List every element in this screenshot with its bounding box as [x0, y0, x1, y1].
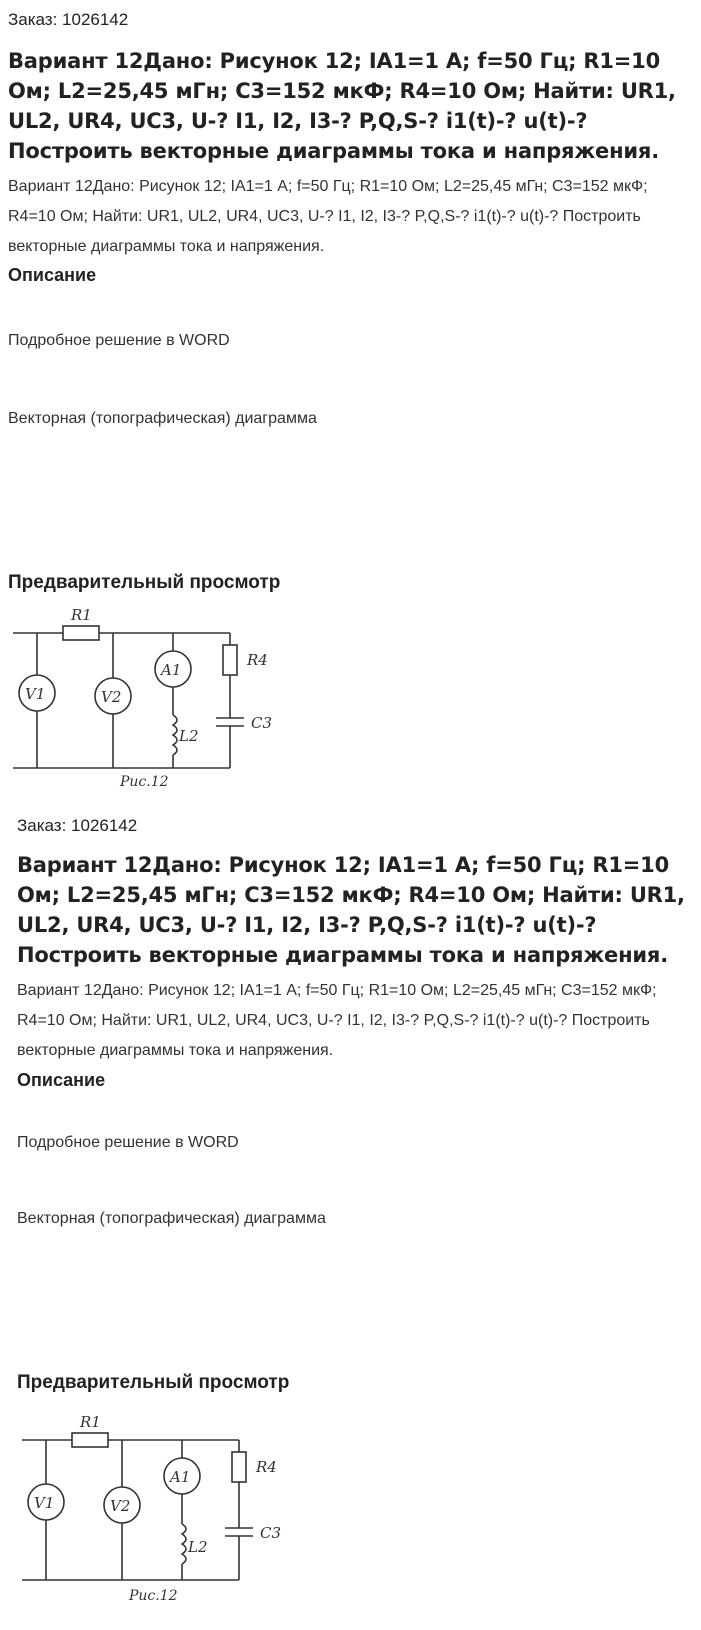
figure-caption: Рис.12 [128, 1588, 178, 1604]
circuit-diagram: R1 V1 V2 A1 R4 L2 C3 Рис.12 [22, 1413, 281, 1604]
product-block-2: Заказ: 1026142 Вариант 12Дано: Рисунок 1… [9, 810, 701, 1630]
label-v2: V2 [101, 688, 121, 706]
label-r1: R1 [70, 606, 92, 624]
page-title: Вариант 12Дано: Рисунок 12; IA1=1 А; f=5… [17, 853, 685, 967]
label-a1: A1 [168, 1468, 190, 1486]
inductor-l2 [171, 714, 178, 756]
description-line-1: Подробное решение в WORD [8, 332, 230, 349]
summary-text: Вариант 12Дано: Рисунок 12; IA1=1 А; f=5… [17, 982, 657, 1059]
description-heading: Описание [17, 1070, 106, 1090]
circuit-diagram: R1 V1 V2 A1 R4 L2 C3 Рис.12 [13, 606, 272, 790]
preview-heading: Предварительный просмотр [8, 572, 281, 593]
description-line-1: Подробное решение в WORD [17, 1134, 239, 1151]
label-c3: C3 [260, 1524, 281, 1542]
preview-heading: Предварительный просмотр [17, 1372, 290, 1393]
product-block-1: Заказ: 1026142 Вариант 12Дано: Рисунок 1… [8, 10, 676, 790]
label-v1: V1 [25, 685, 45, 703]
resistor-r4 [222, 644, 238, 676]
order-number: Заказ: 1026142 [17, 816, 138, 835]
resistor-r1 [62, 625, 100, 641]
order-number: Заказ: 1026142 [8, 10, 129, 29]
description-line-2: Векторная (топографическая) диаграмма [8, 410, 317, 427]
label-a1: A1 [159, 661, 181, 679]
label-r4: R4 [246, 651, 268, 669]
description-line-2: Векторная (топографическая) диаграмма [17, 1210, 326, 1227]
label-v1: V1 [34, 1494, 54, 1512]
resistor-r4 [231, 1451, 247, 1483]
label-l2: L2 [178, 727, 199, 745]
label-v2: V2 [110, 1497, 130, 1515]
label-r4: R4 [255, 1458, 277, 1476]
page-title: Вариант 12Дано: Рисунок 12; IA1=1 А; f=5… [8, 49, 676, 163]
summary-text: Вариант 12Дано: Рисунок 12; IA1=1 А; f=5… [8, 178, 648, 255]
label-r1: R1 [79, 1413, 101, 1431]
figure-caption: Рис.12 [119, 774, 169, 790]
description-heading: Описание [8, 265, 97, 285]
label-c3: C3 [251, 714, 272, 732]
label-l2: L2 [187, 1538, 208, 1556]
inductor-l2 [180, 1523, 187, 1565]
resistor-r1 [71, 1432, 109, 1448]
